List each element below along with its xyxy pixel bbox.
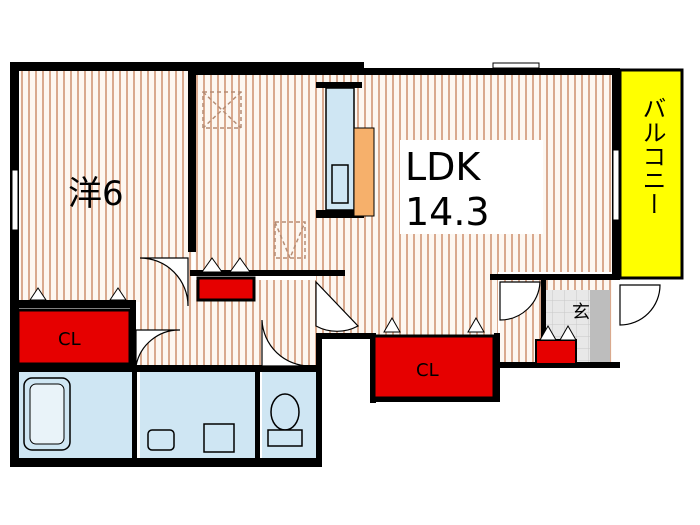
closet-label: CL — [58, 329, 81, 350]
kitchen-sink-counter — [325, 87, 355, 211]
ldk-size-label: 14.3 — [405, 190, 490, 234]
ceiling-storage-mark — [202, 91, 306, 260]
toilet-tank — [267, 429, 303, 447]
kitchen-sink — [331, 164, 349, 204]
closet-doors — [29, 257, 577, 341]
entrance-tile-strip — [590, 290, 610, 362]
washing-machine — [147, 429, 175, 451]
bathtub-inner — [29, 383, 65, 445]
windows — [11, 62, 620, 231]
washbasin — [203, 423, 235, 453]
entrance-label: 玄 — [572, 302, 590, 323]
closet-label: CL — [416, 360, 439, 381]
balcony-label: バルコニー — [638, 96, 666, 216]
western-room-label: 洋6 — [68, 174, 124, 214]
toilet-bowl — [270, 393, 300, 431]
closet-hall — [196, 276, 256, 302]
closet-west — [16, 308, 132, 366]
closet-ldk — [372, 334, 496, 400]
ldk-label-panel — [400, 140, 543, 234]
shoe-closet — [535, 339, 577, 365]
kitchen-counter — [353, 127, 375, 217]
door-swings — [135, 257, 661, 367]
ldk-label: LDK — [405, 145, 481, 189]
